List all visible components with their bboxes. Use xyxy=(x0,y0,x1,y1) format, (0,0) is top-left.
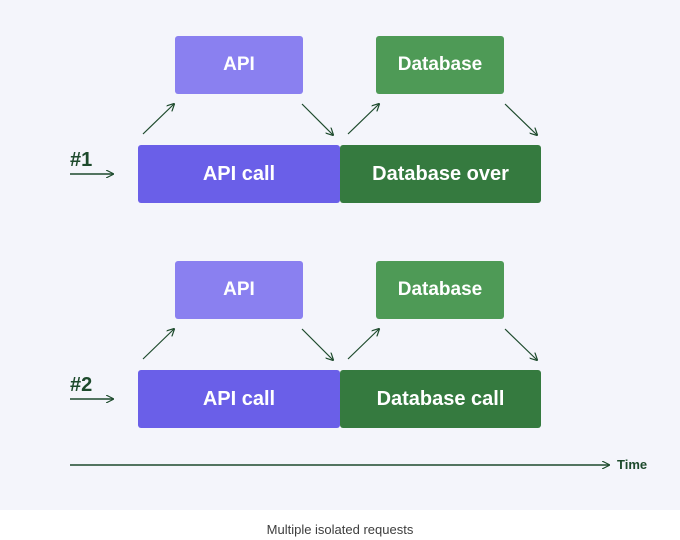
arrow-down-db-1 xyxy=(504,103,537,135)
arrow-down-db-2 xyxy=(504,328,537,360)
arrows-layer xyxy=(70,0,680,510)
arrow-up-api-2 xyxy=(142,329,174,360)
database-box-1: Database xyxy=(376,36,504,94)
time-axis-label: Time xyxy=(617,457,648,472)
arrow-up-db-2 xyxy=(347,329,379,360)
arrow-down-api-2 xyxy=(301,328,333,360)
figure-caption: Multiple isolated requests xyxy=(266,522,414,537)
database-call-bar-2: Database call xyxy=(340,370,541,428)
diagram-panel: #1 API Database API call Database over #… xyxy=(0,0,680,510)
arrow-down-api-1 xyxy=(301,103,333,135)
api-box-2: API xyxy=(175,261,303,319)
api-call-bar-2: API call xyxy=(138,370,340,428)
request-2-label: #2 xyxy=(70,374,93,396)
database-box-2: Database xyxy=(376,261,504,319)
database-call-bar-1: Database over xyxy=(340,145,541,203)
request-1-label: #1 xyxy=(70,149,93,171)
arrow-up-db-1 xyxy=(347,104,379,135)
api-box-1: API xyxy=(175,36,303,94)
api-call-bar-1: API call xyxy=(138,145,340,203)
arrow-up-api-1 xyxy=(142,104,174,135)
